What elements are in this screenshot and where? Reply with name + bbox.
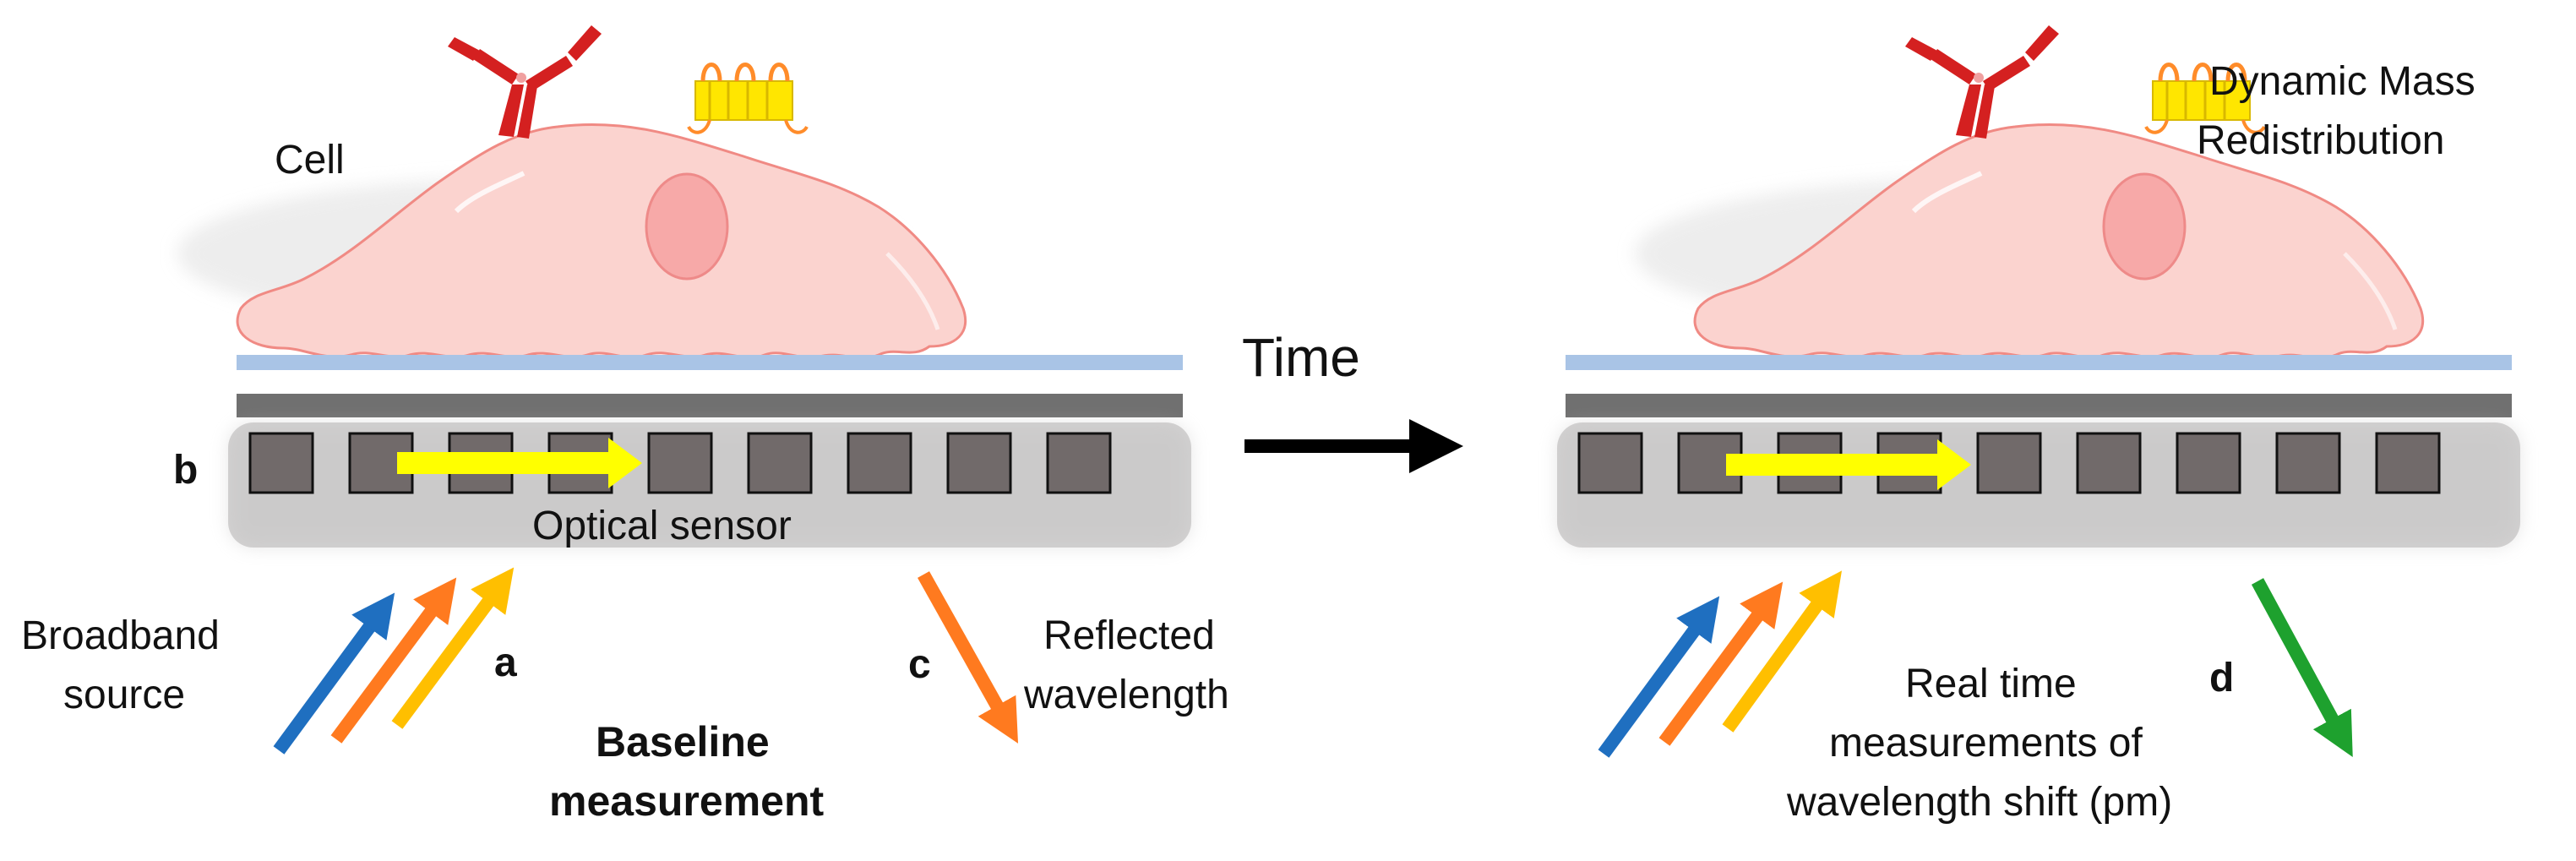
baseline-label-1: Baseline bbox=[596, 718, 770, 766]
incident-arrow-orange-right bbox=[1658, 581, 1784, 746]
waveguide-arrow-right bbox=[1726, 439, 1971, 490]
realtime-label-3: wavelength shift (pm) bbox=[1786, 780, 2172, 825]
waveguide-arrow-left bbox=[397, 438, 642, 488]
reflected-arrow-green bbox=[2251, 578, 2353, 758]
grating-squares-left bbox=[248, 432, 1112, 494]
time-transition: Time bbox=[1242, 327, 1463, 473]
time-label: Time bbox=[1242, 327, 1360, 388]
cell-left bbox=[177, 25, 966, 358]
cell-label: Cell bbox=[275, 138, 345, 183]
dmr-label-2: Redistribution bbox=[2197, 118, 2444, 163]
incident-arrow-blue-right bbox=[1598, 596, 1720, 758]
grating-squares-right bbox=[1577, 432, 2441, 494]
reflected-label-1: Reflected bbox=[1043, 613, 1215, 658]
optical-sensor-label: Optical sensor bbox=[532, 504, 792, 548]
left-panel: Cell b Optical sensor Broadband source a… bbox=[21, 25, 1229, 825]
baseline-label-2: measurement bbox=[549, 777, 824, 825]
incident-arrow-orange bbox=[330, 577, 457, 744]
marker-d: d bbox=[2209, 656, 2234, 700]
incident-arrow-yellow-right bbox=[1722, 570, 1843, 733]
incident-arrow-blue bbox=[273, 592, 395, 755]
reflected-arrow-orange bbox=[918, 571, 1019, 744]
right-panel: Dynamic Mass Redistribution d Real time … bbox=[1557, 25, 2520, 825]
reflected-label-2: wavelength bbox=[1023, 673, 1229, 717]
realtime-label-2: measurements of bbox=[1829, 721, 2143, 766]
marker-a: a bbox=[494, 640, 517, 685]
broadband-label-1: Broadband bbox=[21, 613, 220, 658]
dmr-label-1: Dynamic Mass bbox=[2209, 59, 2475, 104]
incident-arrow-yellow bbox=[391, 567, 515, 729]
realtime-label-1: Real time bbox=[1905, 662, 2077, 706]
marker-c: c bbox=[908, 642, 931, 687]
broadband-label-2: source bbox=[63, 673, 185, 717]
marker-b: b bbox=[173, 448, 198, 493]
